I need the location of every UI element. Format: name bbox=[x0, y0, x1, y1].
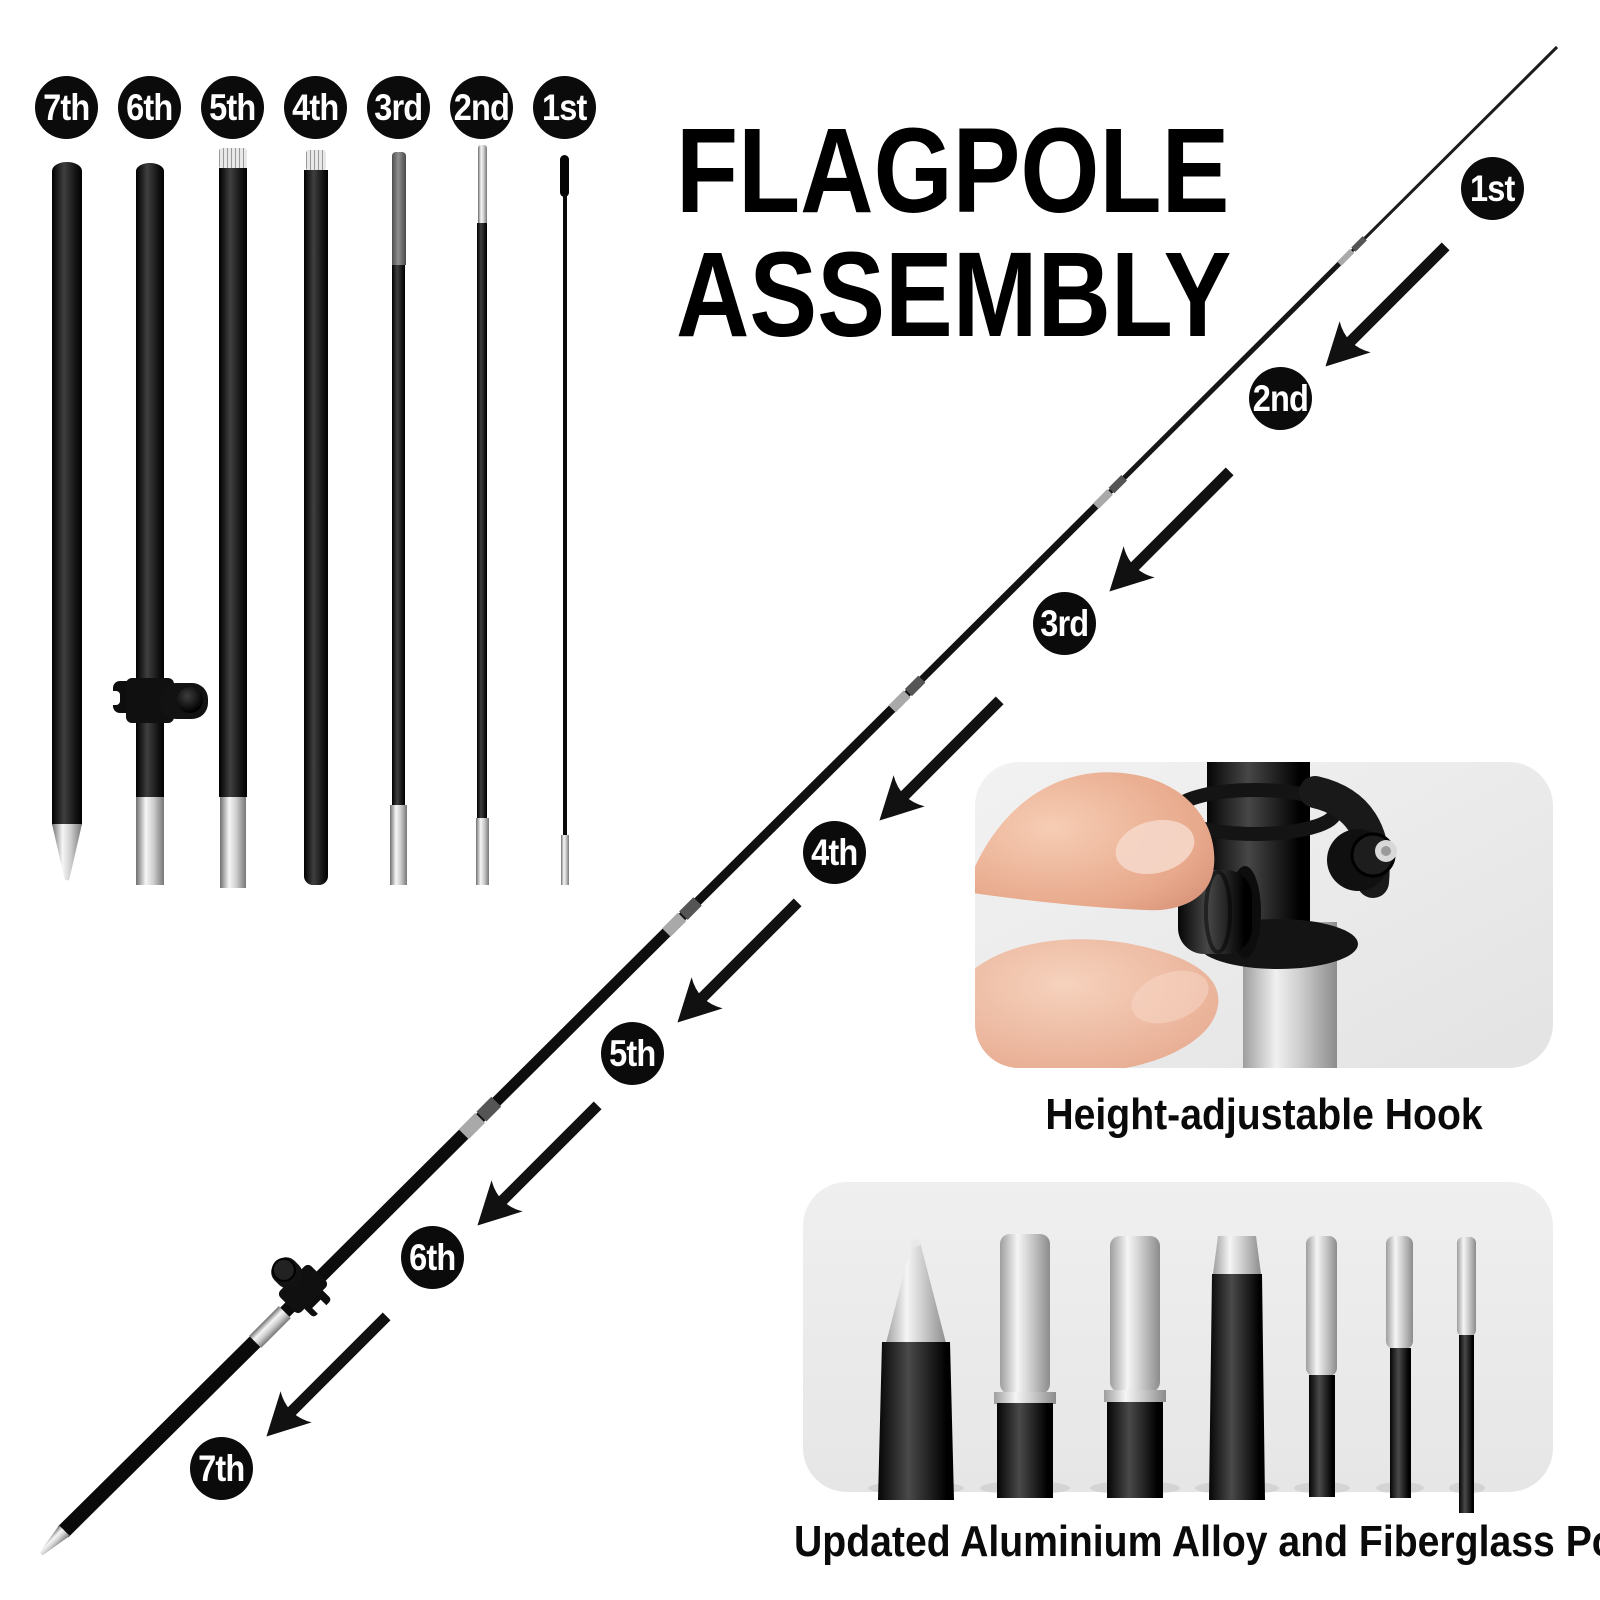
hook-knob-ridge bbox=[1204, 870, 1232, 954]
assembled-pole-spike bbox=[39, 1525, 70, 1556]
height-adjustable-hook-photo bbox=[975, 762, 1553, 1068]
pole-5-ferrule bbox=[220, 797, 246, 888]
pole-6-ferrule bbox=[136, 797, 164, 885]
pole-tip-spike bbox=[868, 1239, 964, 1500]
pole-joint-4 bbox=[662, 897, 702, 937]
assembly-arrows bbox=[266, 242, 1450, 1437]
pole-joint-3 bbox=[888, 675, 926, 713]
step-label-2nd: 2nd bbox=[1249, 367, 1312, 430]
thumb bbox=[975, 772, 1215, 911]
pole-7-body bbox=[52, 162, 82, 825]
pole-1-ferrule bbox=[561, 835, 569, 885]
arrow-step-5 bbox=[677, 898, 802, 1023]
pole-5-top-cap bbox=[219, 148, 247, 169]
pole-tip-ferrule-large-2 bbox=[1090, 1236, 1180, 1498]
pole-tips-caption: Updated Aluminium Alloy and Fiberglass P… bbox=[794, 1517, 1600, 1566]
assembled-pole-clamp bbox=[271, 1257, 331, 1317]
pole-tips-photo-background bbox=[803, 1182, 1553, 1492]
arrow-step-7 bbox=[266, 1312, 391, 1437]
pole-tip-thin-3 bbox=[1449, 1237, 1485, 1513]
step-label-3rd: 3rd bbox=[1033, 592, 1096, 655]
pole-joint-1 bbox=[1337, 236, 1367, 266]
pole-2-body bbox=[477, 223, 487, 818]
step-label-6th: 6th bbox=[401, 1226, 464, 1289]
pole-5-body bbox=[219, 168, 247, 797]
assembled-pole bbox=[39, 45, 1559, 1556]
pole-joint-5 bbox=[458, 1096, 502, 1140]
pole-joint-6-ferrule bbox=[249, 1306, 291, 1348]
arrow-step-3 bbox=[1109, 467, 1234, 592]
pole-3-ferrule bbox=[390, 805, 407, 885]
pole-joint-2 bbox=[1093, 475, 1127, 509]
part-label-1st: 1st bbox=[533, 76, 596, 139]
pole-tip-capped bbox=[1195, 1236, 1279, 1500]
arrow-step-2 bbox=[1325, 242, 1450, 367]
pole-6-clamp-knob bbox=[177, 687, 203, 713]
title-line-2: ASSEMBLY bbox=[676, 226, 1232, 362]
index-finger-highlight bbox=[1131, 970, 1209, 1024]
pole-tip-ferrule-large-1 bbox=[980, 1234, 1070, 1498]
part-label-6th: 6th bbox=[118, 76, 181, 139]
step-label-4th: 4th bbox=[803, 821, 866, 884]
pole-tips-photo bbox=[803, 1182, 1553, 1513]
step-label-5th: 5th bbox=[601, 1022, 664, 1085]
arrow-step-6 bbox=[477, 1101, 602, 1226]
thumb-nail bbox=[1115, 819, 1195, 875]
title-line-1: FLAGPOLE bbox=[676, 102, 1230, 238]
index-finger bbox=[975, 939, 1219, 1068]
hook-photo-bolt-center bbox=[1381, 846, 1391, 856]
pole-1-tip-bulb bbox=[560, 155, 569, 197]
part-label-3rd: 3rd bbox=[367, 76, 430, 139]
arrow-step-4 bbox=[879, 696, 1004, 821]
pole-4-top-cap bbox=[306, 150, 326, 171]
pole-1-body bbox=[563, 195, 567, 835]
part-label-5th: 5th bbox=[201, 76, 264, 139]
hook-caption: Height-adjustable Hook bbox=[1045, 1090, 1483, 1139]
step-label-7th: 7th bbox=[190, 1437, 253, 1500]
pole-6-hook-notch bbox=[110, 691, 120, 705]
pole-tip-thin-2 bbox=[1376, 1236, 1424, 1498]
part-label-2nd: 2nd bbox=[450, 76, 513, 139]
page-title: FLAGPOLE ASSEMBLY bbox=[676, 108, 1231, 356]
pole-4-body bbox=[304, 170, 328, 885]
pole-2-ferrule bbox=[476, 818, 489, 885]
pole-tip-thin-1 bbox=[1294, 1236, 1350, 1497]
pole-3-body bbox=[392, 265, 405, 805]
pole-2-top-section bbox=[478, 145, 487, 223]
part-label-4th: 4th bbox=[284, 76, 347, 139]
pole-3-top-section bbox=[392, 152, 406, 265]
part-label-7th: 7th bbox=[35, 76, 98, 139]
step-label-1st: 1st bbox=[1461, 157, 1524, 220]
